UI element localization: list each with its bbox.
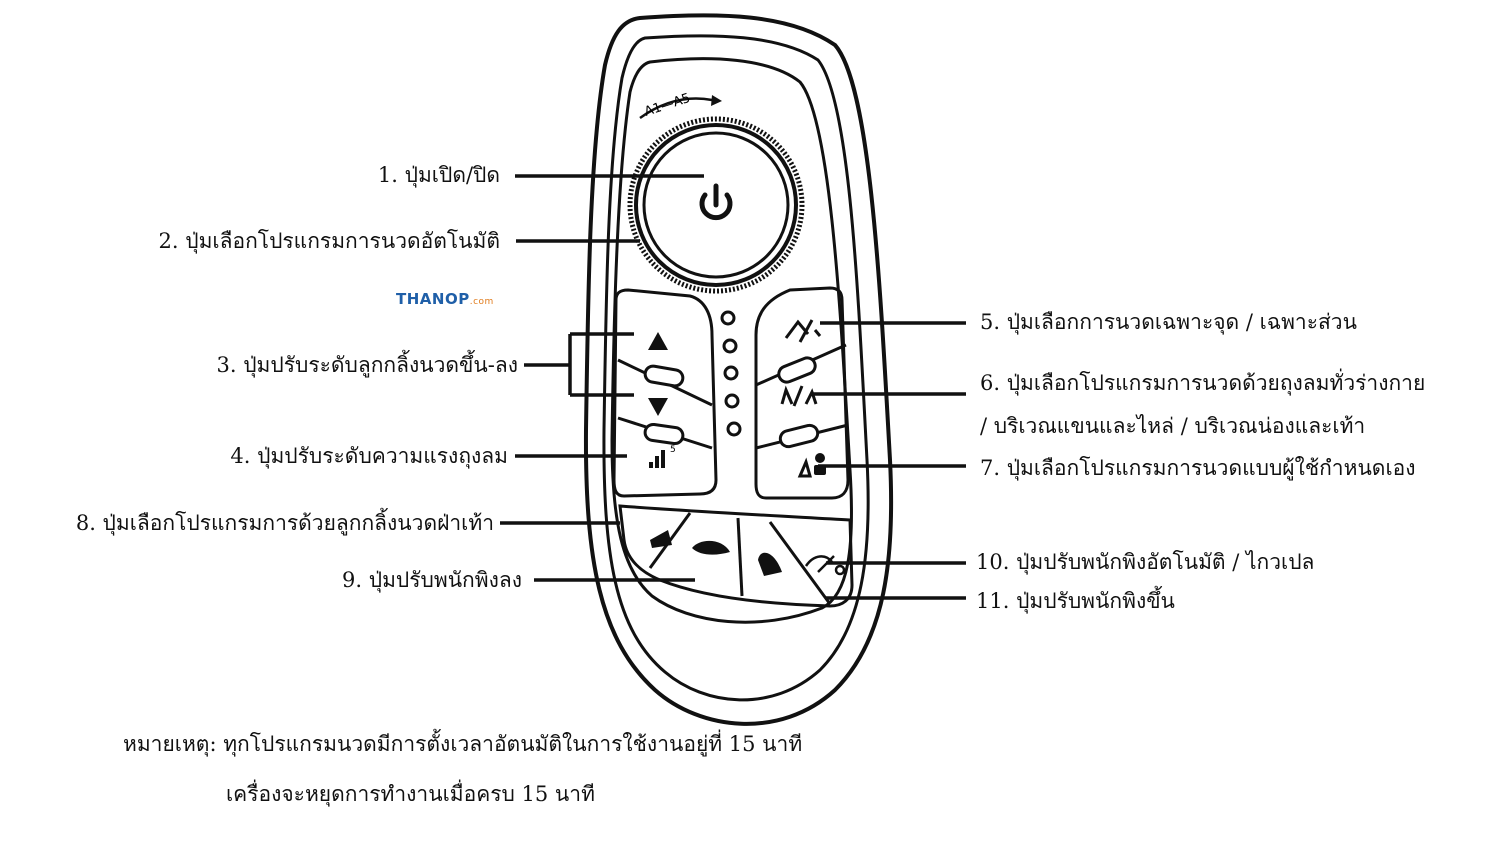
roller-up-icon [648,332,668,350]
remote-inner-shell [602,34,870,702]
auto-recline-icon [804,555,846,576]
roller-divider-pill [643,364,685,388]
indicator-light-1 [720,310,736,326]
indicator-light-3 [723,365,739,381]
left-button-cluster [612,288,718,498]
control-panel [610,57,853,624]
indicator-light-5 [726,421,742,437]
footnote-line-2: เครื่องจะหยุดการทำงานเมื่อครบ 15 นาที [226,782,595,806]
footnote-line-1: หมายเหตุ: ทุกโปรแกรมนวดมีการตั้งเวลาอัตน… [123,732,803,756]
program-divider-pill [777,356,817,384]
label-airbag-program: 6. ปุ่มเลือกโปรแกรมการนวดด้วยถุงลมทั่วร่… [980,371,1426,395]
label-airbag-program-areas: / บริเวณแขนและไหล่ / บริเวณน่องและเท้า [980,414,1366,438]
indicator-light-4 [724,393,740,409]
foot-roller-icon [650,530,672,548]
label-airbag-strength: 4. ปุ่มปรับระดับความแรงถุงลม [230,444,508,468]
roller-down-icon [648,398,668,416]
label-auto-recline: 10. ปุ่มปรับพนักพิงอัตโนมัติ / ไกวเปล [976,550,1315,574]
recline-up-icon [758,552,782,576]
arc-arrowhead [711,95,722,106]
remote-outer-shell [583,13,894,726]
arc-label: A1—A5 [643,91,693,120]
label-recline-down: 9. ปุ่มปรับพนักพิงลง [342,568,522,592]
spot-massage-icon [784,319,822,343]
level-mark: 5 [670,445,676,455]
brand-logo: THANOP.com [396,290,494,308]
airbag-level-icon [649,450,665,468]
label-auto-program: 2. ปุ่มเลือกโปรแกรมการนวดอัตโนมัติ [158,229,500,253]
airbag-program-icon [780,385,818,407]
label-roller-height: 3. ปุ่มปรับระดับลูกกลิ้งนวดขึ้น-ลง [216,353,519,377]
label-spot-massage: 5. ปุ่มเลือกการนวดเฉพาะจุด / เฉพาะส่วน [980,310,1357,334]
label-recline-up: 11. ปุ่มปรับพนักพิงขึ้น [976,589,1175,613]
label-user-program: 7. ปุ่มเลือกโปรแกรมการนวดแบบผู้ใช้กำหนดเ… [980,456,1416,480]
bottom-button-row [618,504,854,608]
leader-lines [500,174,966,600]
program-dial-ring [627,116,805,294]
program-arc [639,97,713,120]
recline-down-icon [692,540,730,555]
label-foot-roller: 8. ปุ่มเลือกโปรแกรมการด้วยลูกกลิ้งนวดฝ่า… [75,511,494,535]
manual-divider-pill [778,423,820,449]
right-button-cluster [754,286,850,500]
indicator-light-2 [722,338,738,354]
label-power-button: 1. ปุ่มเปิด/ปิด [377,163,500,187]
power-icon [699,183,733,221]
airbag-divider-pill [643,422,685,446]
program-dial [634,123,798,287]
